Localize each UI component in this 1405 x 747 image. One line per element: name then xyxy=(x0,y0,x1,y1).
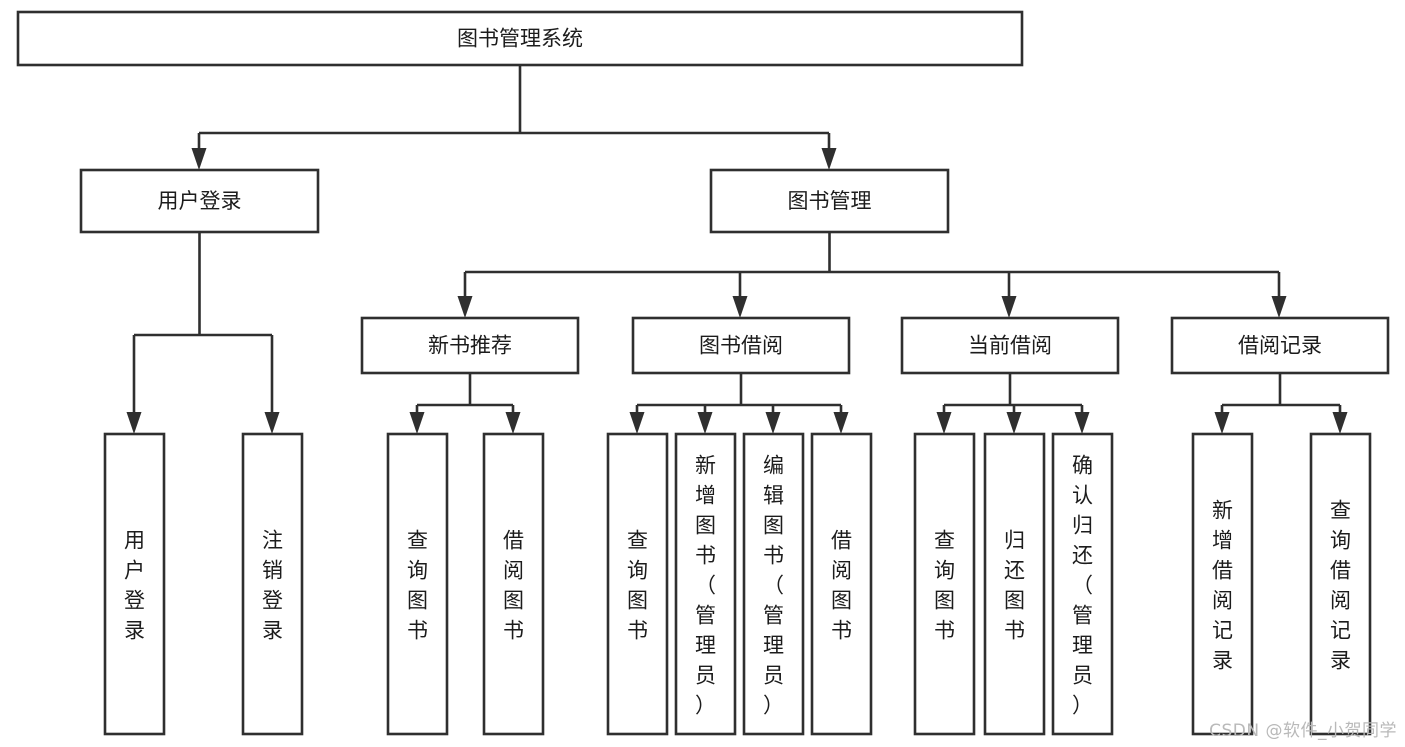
connector-conn-bookborrow-to-leaves xyxy=(629,373,849,434)
connector-conn-newbookrec-to-leaves xyxy=(409,373,521,434)
node-label-leaf-return-book: 归还图书 xyxy=(1004,528,1025,642)
node-label-user-login: 用户登录 xyxy=(158,189,242,213)
connector-layer xyxy=(126,65,1348,434)
node-box-leaf-query-book[interactable] xyxy=(606,432,669,736)
arrow-head-icon xyxy=(629,412,645,434)
node-leaf-return-book[interactable]: 归还图书 xyxy=(983,432,1046,736)
arrow-head-icon xyxy=(1006,412,1022,434)
node-borrow-record[interactable]: 借阅记录 xyxy=(1170,316,1390,375)
arrow-head-icon xyxy=(936,412,952,434)
connector-conn-borrowrecord-to-leaves xyxy=(1214,373,1348,434)
node-leaf-user-logout[interactable]: 注销登录 xyxy=(241,432,304,736)
node-leaf-query-book-rec[interactable]: 查询图书 xyxy=(386,432,449,736)
node-box-book-borrow[interactable] xyxy=(631,316,851,375)
arrow-head-icon xyxy=(457,296,473,318)
node-leaf-query-book-cur[interactable]: 查询图书 xyxy=(913,432,976,736)
arrow-head-icon xyxy=(1074,412,1090,434)
node-leaf-query-book[interactable]: 查询图书 xyxy=(606,432,669,736)
node-box-leaf-edit-book[interactable] xyxy=(742,432,805,736)
arrow-head-icon xyxy=(191,148,207,170)
node-label-leaf-user-login: 用户登录 xyxy=(124,528,145,642)
node-label-root: 图书管理系统 xyxy=(457,27,583,51)
node-box-leaf-query-book-cur[interactable] xyxy=(913,432,976,736)
node-box-leaf-user-login[interactable] xyxy=(103,432,166,736)
node-label-leaf-query-book: 查询图书 xyxy=(627,528,648,642)
node-layer: 图书管理系统用户登录图书管理新书推荐图书借阅当前借阅借阅记录用户登录注销登录查询… xyxy=(16,10,1390,736)
node-label-book-borrow: 图书借阅 xyxy=(699,334,783,358)
csdn-watermark: CSDN @软件_小贺同学 xyxy=(1209,721,1397,741)
node-label-leaf-query-record: 查询借阅记录 xyxy=(1330,498,1351,672)
arrow-head-icon xyxy=(765,412,781,434)
node-label-leaf-user-logout: 注销登录 xyxy=(262,528,283,642)
node-box-leaf-add-book[interactable] xyxy=(674,432,737,736)
node-box-leaf-query-record[interactable] xyxy=(1309,432,1372,736)
node-current-borrow[interactable]: 当前借阅 xyxy=(900,316,1120,375)
node-leaf-add-book[interactable]: 新增图书（管理员） xyxy=(674,432,737,736)
node-book-manage[interactable]: 图书管理 xyxy=(709,168,950,234)
node-label-leaf-edit-book: 编辑图书（管理员） xyxy=(763,453,784,717)
node-new-book-rec[interactable]: 新书推荐 xyxy=(360,316,580,375)
node-box-user-login[interactable] xyxy=(79,168,320,234)
arrow-head-icon xyxy=(505,412,521,434)
arrow-head-icon xyxy=(732,296,748,318)
node-leaf-confirm-return[interactable]: 确认归还（管理员） xyxy=(1051,432,1114,736)
node-leaf-borrow-book-rec[interactable]: 借阅图书 xyxy=(482,432,545,736)
node-box-leaf-return-book[interactable] xyxy=(983,432,1046,736)
node-root[interactable]: 图书管理系统 xyxy=(16,10,1024,67)
node-label-leaf-borrow-book: 借阅图书 xyxy=(831,528,852,642)
node-box-current-borrow[interactable] xyxy=(900,316,1120,375)
node-box-borrow-record[interactable] xyxy=(1170,316,1390,375)
connector-conn-root-to-level2 xyxy=(191,65,837,170)
node-label-current-borrow: 当前借阅 xyxy=(968,334,1052,358)
node-label-new-book-rec: 新书推荐 xyxy=(428,334,512,358)
node-leaf-add-record[interactable]: 新增借阅记录 xyxy=(1191,432,1254,736)
arrow-head-icon xyxy=(1001,296,1017,318)
node-leaf-user-login[interactable]: 用户登录 xyxy=(103,432,166,736)
node-label-book-manage: 图书管理 xyxy=(788,189,872,213)
node-box-root[interactable] xyxy=(16,10,1024,67)
node-box-leaf-confirm-return[interactable] xyxy=(1051,432,1114,736)
node-label-leaf-query-book-cur: 查询图书 xyxy=(934,528,955,642)
connector-conn-currentborrow-to-leaves xyxy=(936,373,1090,434)
arrow-head-icon xyxy=(126,412,142,434)
arrow-head-icon xyxy=(697,412,713,434)
node-box-book-manage[interactable] xyxy=(709,168,950,234)
arrow-head-icon xyxy=(833,412,849,434)
arrow-head-icon xyxy=(264,412,280,434)
node-box-leaf-query-book-rec[interactable] xyxy=(386,432,449,736)
node-label-leaf-add-book: 新增图书（管理员） xyxy=(695,453,716,717)
arrow-head-icon xyxy=(1214,412,1230,434)
node-box-leaf-user-logout[interactable] xyxy=(241,432,304,736)
node-user-login[interactable]: 用户登录 xyxy=(79,168,320,234)
node-box-leaf-borrow-book-rec[interactable] xyxy=(482,432,545,736)
connector-conn-userlogin-to-leaves xyxy=(126,232,280,434)
node-label-leaf-confirm-return: 确认归还（管理员） xyxy=(1072,453,1093,717)
node-box-leaf-borrow-book[interactable] xyxy=(810,432,873,736)
node-box-leaf-add-record[interactable] xyxy=(1191,432,1254,736)
node-leaf-borrow-book[interactable]: 借阅图书 xyxy=(810,432,873,736)
connector-conn-bookmanage-to-level3 xyxy=(457,232,1287,318)
node-leaf-query-record[interactable]: 查询借阅记录 xyxy=(1309,432,1372,736)
node-label-leaf-add-record: 新增借阅记录 xyxy=(1212,498,1233,672)
arrow-head-icon xyxy=(409,412,425,434)
arrow-head-icon xyxy=(1332,412,1348,434)
node-leaf-edit-book[interactable]: 编辑图书（管理员） xyxy=(742,432,805,736)
node-box-new-book-rec[interactable] xyxy=(360,316,580,375)
node-label-leaf-query-book-rec: 查询图书 xyxy=(407,528,428,642)
arrow-head-icon xyxy=(821,148,837,170)
arrow-head-icon xyxy=(1271,296,1287,318)
node-label-leaf-borrow-book-rec: 借阅图书 xyxy=(503,528,524,642)
node-label-borrow-record: 借阅记录 xyxy=(1238,334,1322,358)
node-book-borrow[interactable]: 图书借阅 xyxy=(631,316,851,375)
